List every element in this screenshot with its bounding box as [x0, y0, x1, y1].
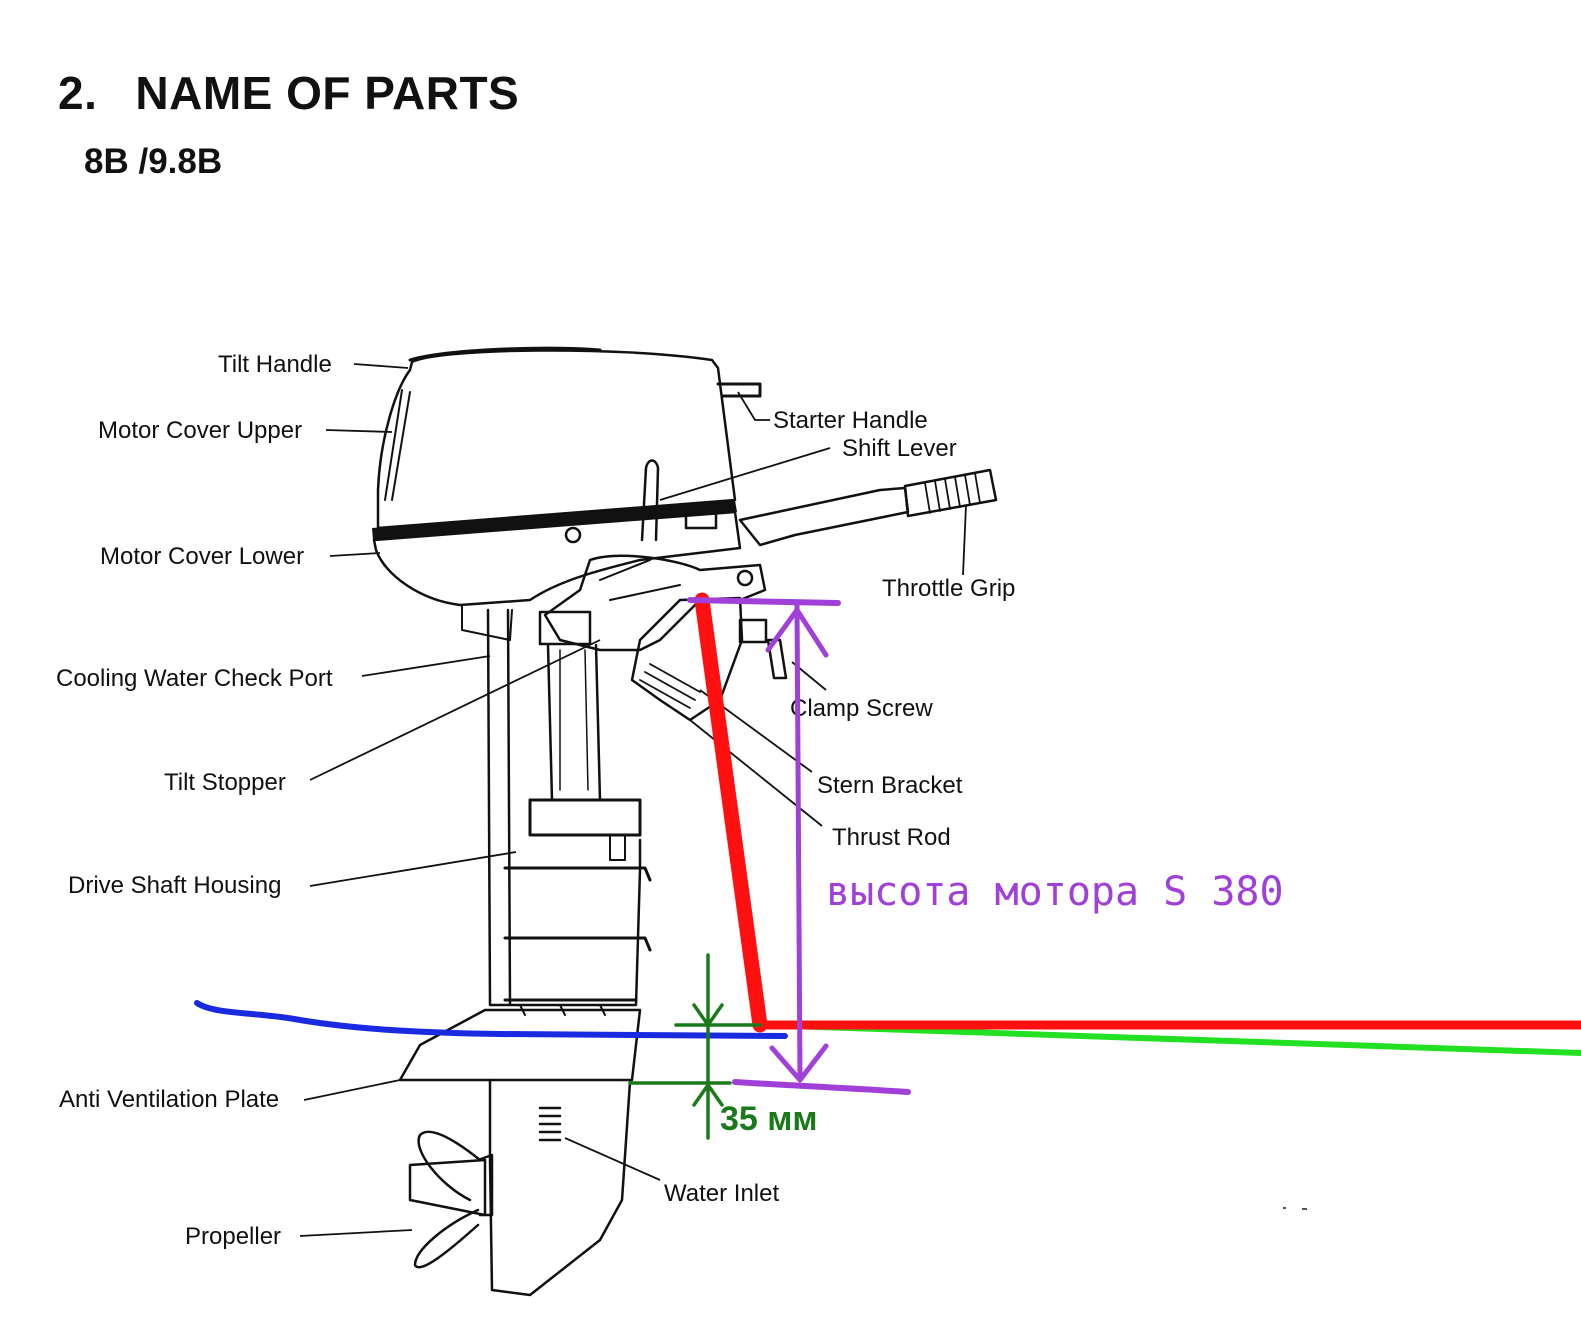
page-title: 2. NAME OF PARTS: [58, 66, 519, 120]
section-title: NAME OF PARTS: [135, 67, 520, 119]
motor-cover-lower: [372, 510, 742, 607]
label-shift-lever: Shift Lever: [842, 435, 957, 462]
motor-height-annotation: высота мотора S 380: [826, 869, 1284, 915]
hull-line: [757, 1022, 1581, 1056]
swivel-column: [546, 643, 602, 802]
label-propeller: Propeller: [185, 1223, 281, 1250]
label-motor-cover-lower: Motor Cover Lower: [100, 543, 304, 570]
waterline: [194, 1000, 788, 1039]
label-starter-handle: Starter Handle: [773, 407, 928, 434]
motor-cover-upper: [376, 349, 737, 530]
label-cooling-water-check-port: Cooling Water Check Port: [56, 665, 333, 692]
height-marker: [687, 597, 911, 1095]
transom-line: [694, 592, 768, 1033]
throttle-grip: [903, 468, 998, 518]
depth-marker: [628, 953, 762, 1140]
shift-lever: [640, 459, 660, 542]
drive-shaft-housing: [486, 608, 642, 1007]
label-anti-ventilation-plate: Anti Ventilation Plate: [59, 1086, 279, 1113]
label-throttle-grip: Throttle Grip: [882, 575, 1015, 602]
label-water-inlet: Water Inlet: [664, 1180, 779, 1207]
stern-bracket: [630, 596, 744, 722]
section-number: 2.: [58, 67, 98, 119]
propeller: [408, 1130, 487, 1269]
water-inlet: [538, 1106, 562, 1142]
label-drive-shaft-housing: Drive Shaft Housing: [68, 872, 281, 899]
motor-line-art: [372, 346, 998, 1297]
tilt-stopper: [528, 798, 642, 837]
tiller-arm: [738, 486, 910, 547]
stray-marks: [1283, 1207, 1307, 1210]
label-tilt-stopper: Tilt Stopper: [164, 769, 286, 796]
label-thrust-rod: Thrust Rod: [832, 824, 951, 851]
swivel-bracket: [543, 554, 767, 652]
gearcase: [488, 1078, 632, 1297]
cover-seam: [372, 500, 737, 540]
leader-lines: [299, 363, 967, 1237]
anti-ventilation-plate: [398, 1008, 642, 1082]
part-labels: Tilt Handle Motor Cover Upper Starter Ha…: [56, 351, 1015, 1250]
label-tilt-handle: Tilt Handle: [218, 351, 332, 378]
annotations: [194, 592, 1581, 1140]
depth-annotation: 35 мм: [720, 1100, 818, 1138]
model-name: 8B /9.8B: [84, 142, 223, 181]
label-stern-bracket: Stern Bracket: [817, 772, 963, 799]
tilt-handle: [408, 346, 602, 362]
label-motor-cover-upper: Motor Cover Upper: [98, 417, 302, 444]
label-clamp-screw: Clamp Screw: [790, 695, 933, 722]
